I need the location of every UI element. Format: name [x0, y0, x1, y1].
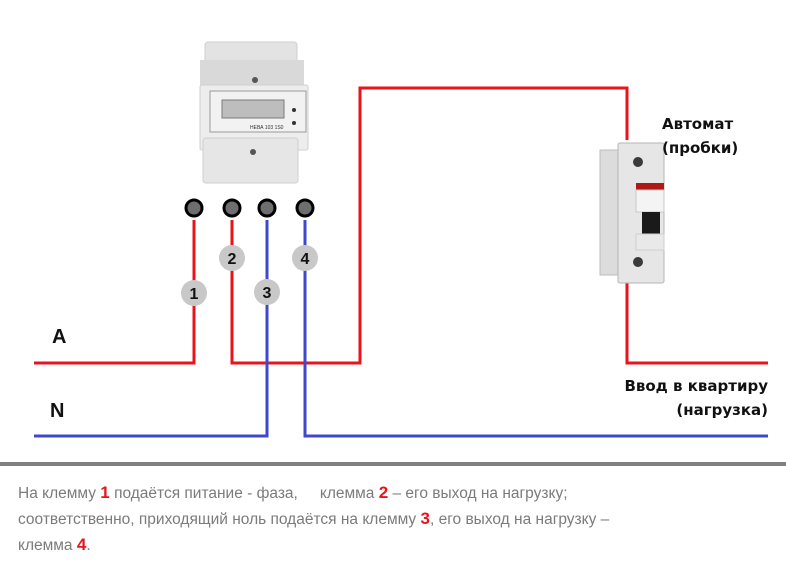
- meter-bottom-screw: [250, 149, 256, 155]
- circuit-breaker: [599, 142, 665, 284]
- breaker-bottom-screw: [633, 257, 643, 267]
- neutral-line-label: N: [50, 400, 65, 422]
- terminal-2-connector: [222, 198, 242, 218]
- terminal-1-connector: [184, 198, 204, 218]
- breaker-toggle: [642, 212, 660, 234]
- load-title: Ввод в квартиру (нагрузка): [624, 374, 768, 422]
- meter-led: [292, 108, 296, 112]
- terminal-3-connector: [257, 198, 277, 218]
- caption-terminal-1: 1: [100, 483, 110, 502]
- badge-3-label: 3: [263, 285, 272, 302]
- meter-lower-body: [202, 137, 299, 184]
- wire-terminal-4-to-load: [303, 220, 768, 438]
- badge-4-label: 4: [301, 251, 310, 268]
- breaker-title-line2: (пробки): [662, 139, 739, 157]
- meter-lcd-display: [221, 99, 285, 119]
- caption-part: клемма: [18, 537, 77, 554]
- badge-1-label: 1: [190, 286, 199, 303]
- caption-part: На клемму: [18, 485, 101, 502]
- load-title-line2: (нагрузка): [676, 401, 768, 419]
- wire-breaker-to-load: [625, 283, 768, 365]
- breaker-bottom-panel: [635, 233, 665, 251]
- meter-top-screw: [252, 77, 258, 83]
- caption-part: соответственно, приходящий ноль подаётся…: [18, 511, 421, 528]
- meter-terminals: [184, 198, 315, 218]
- caption-terminal-3: 3: [420, 509, 430, 528]
- breaker-title-line1: Автомат: [662, 115, 734, 133]
- caption-part: – его выход на нагрузку;: [388, 485, 568, 502]
- caption-part: , его выход на нагрузку –: [429, 511, 610, 528]
- load-title-line1: Ввод в квартиру: [624, 377, 768, 395]
- caption-terminal-4: 4: [76, 535, 87, 554]
- section-divider: [0, 462, 786, 466]
- caption-terminal-2: 2: [378, 483, 389, 502]
- badge-3-circle: [254, 279, 280, 305]
- meter-model-label: НЕВА 103 1S0: [250, 125, 284, 131]
- breaker-label-panel: [635, 189, 665, 213]
- breaker-title: Автомат (пробки): [662, 112, 738, 160]
- badge-4-circle: [292, 245, 318, 271]
- breaker-top-screw: [633, 157, 643, 167]
- badge-2-label: 2: [228, 251, 237, 268]
- badge-2-circle: [219, 245, 245, 271]
- caption-part: клемма: [319, 485, 379, 502]
- badge-1-circle: [181, 280, 207, 306]
- electricity-meter: НЕВА 103 1S0: [199, 41, 309, 184]
- phase-wires: [34, 86, 768, 365]
- phase-line-label: A: [52, 326, 67, 348]
- caption-part: подаётся питание - фаза,: [109, 485, 298, 502]
- breaker-brand-strip: [636, 183, 664, 190]
- terminal-badges: 1 2 3 4: [181, 245, 318, 306]
- meter-button: [292, 121, 296, 125]
- wire-terminal-2-to-breaker: [230, 86, 629, 365]
- terminal-4-connector: [295, 198, 315, 218]
- caption-text: На клемму 1 подаётся питание - фаза, клем…: [18, 480, 778, 558]
- wire-phase-in-terminal-1: [34, 220, 196, 365]
- wiring-diagram: НЕВА 103 1S0 1 2 3 4: [34, 41, 768, 438]
- caption-part: .: [86, 537, 91, 554]
